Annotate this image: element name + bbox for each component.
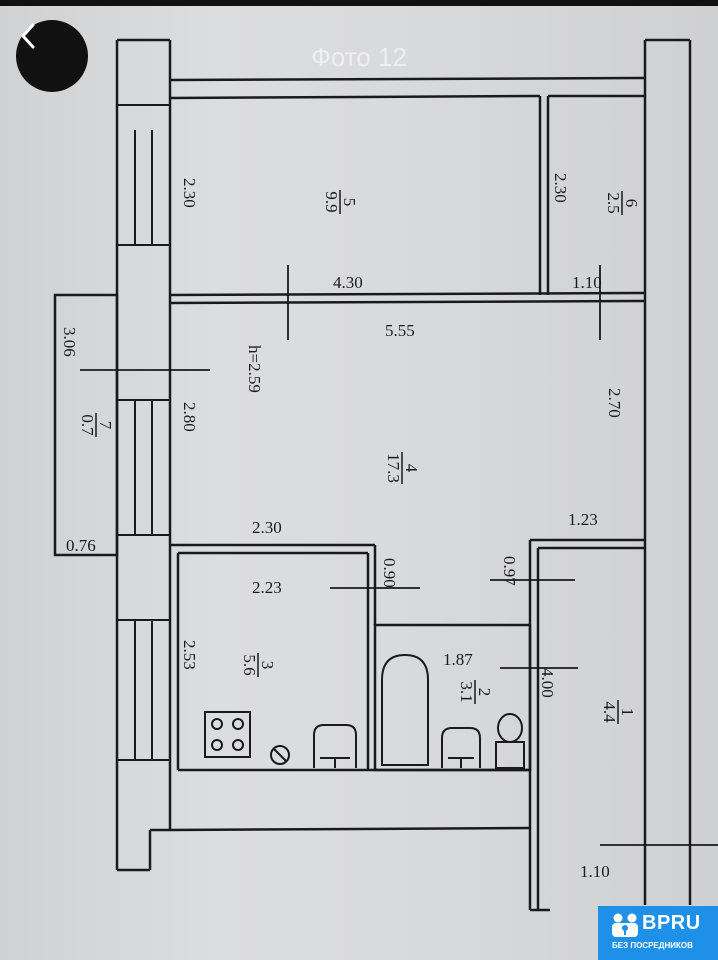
gas-icon <box>270 745 290 765</box>
dim-label: 1.10 <box>572 273 602 292</box>
room-area: 17.3 <box>384 453 403 483</box>
room-4-label: 4 17.3 <box>384 452 421 484</box>
dim-label: 3.06 <box>60 327 79 357</box>
dimension-lines <box>80 265 718 846</box>
dim-label: 4.00 <box>538 668 557 698</box>
room-area: 3.1 <box>457 681 476 702</box>
ceiling-height: h=2.59 <box>245 345 264 393</box>
floor-plan <box>53 38 718 912</box>
dim-label: 5.55 <box>385 321 415 340</box>
dim-label: 2.30 <box>180 178 199 208</box>
washbasin-icon <box>441 727 481 768</box>
dim-label: 0.76 <box>66 536 96 555</box>
dim-label: 2.70 <box>605 388 624 418</box>
chevron-left-icon <box>21 23 35 49</box>
room-number: 4 <box>402 464 421 473</box>
plan-labels: 2.30 4.30 2.30 1.10 5.55 h=2.59 3.06 2.8… <box>60 173 641 881</box>
dim-label: 0.97 <box>500 556 519 586</box>
brand-tagline: БЕЗ ПОСРЕДНИКОВ <box>612 941 693 950</box>
floor-plan-photo: 2.30 4.30 2.30 1.10 5.55 h=2.59 3.06 2.8… <box>0 6 718 960</box>
room-6-label: 6 2.5 <box>604 191 641 215</box>
room-area: 2.5 <box>604 192 623 213</box>
room-5-label: 5 9.9 <box>322 190 359 214</box>
toilet-icon <box>495 713 525 769</box>
dim-label: 2.53 <box>180 640 199 670</box>
status-bar <box>0 0 718 6</box>
bathtub-icon <box>381 653 429 766</box>
room-area: 0.7 <box>78 414 97 436</box>
dim-label: 1.23 <box>568 510 598 529</box>
room-number: 2 <box>475 688 494 697</box>
dim-label: 2.30 <box>551 173 570 203</box>
back-button[interactable] <box>16 20 88 92</box>
room-area: 4.4 <box>600 701 619 723</box>
stove-icon <box>204 711 251 758</box>
windows <box>117 104 170 761</box>
dim-label: 1.87 <box>443 650 473 669</box>
dim-label: 4.30 <box>333 273 363 292</box>
room-number: 5 <box>340 198 359 207</box>
dim-label: 2.30 <box>252 518 282 537</box>
room-number: 7 <box>96 421 115 430</box>
room-number: 6 <box>622 199 641 208</box>
room-2-label: 2 3.1 <box>457 680 494 704</box>
room-1-label: 1 4.4 <box>600 700 637 724</box>
sink-icon <box>313 724 357 768</box>
dim-label: 2.23 <box>252 578 282 597</box>
room-number: 3 <box>258 661 277 670</box>
dim-label: 1.10 <box>580 862 610 881</box>
bpru-watermark: BPRU БЕЗ ПОСРЕДНИКОВ <box>598 906 718 960</box>
photo-title: Фото 12 <box>311 42 407 72</box>
dim-label: 2.80 <box>180 402 199 432</box>
room-area: 9.9 <box>322 191 341 212</box>
room-area: 5.6 <box>240 654 259 675</box>
dim-label: 0.90 <box>380 558 399 588</box>
people-logo-icon <box>612 913 638 937</box>
room-3-label: 3 5.6 <box>240 653 277 677</box>
brand-name: BPRU <box>642 912 701 934</box>
room-7-label: 7 0.7 <box>78 413 115 437</box>
room-number: 1 <box>618 708 637 717</box>
